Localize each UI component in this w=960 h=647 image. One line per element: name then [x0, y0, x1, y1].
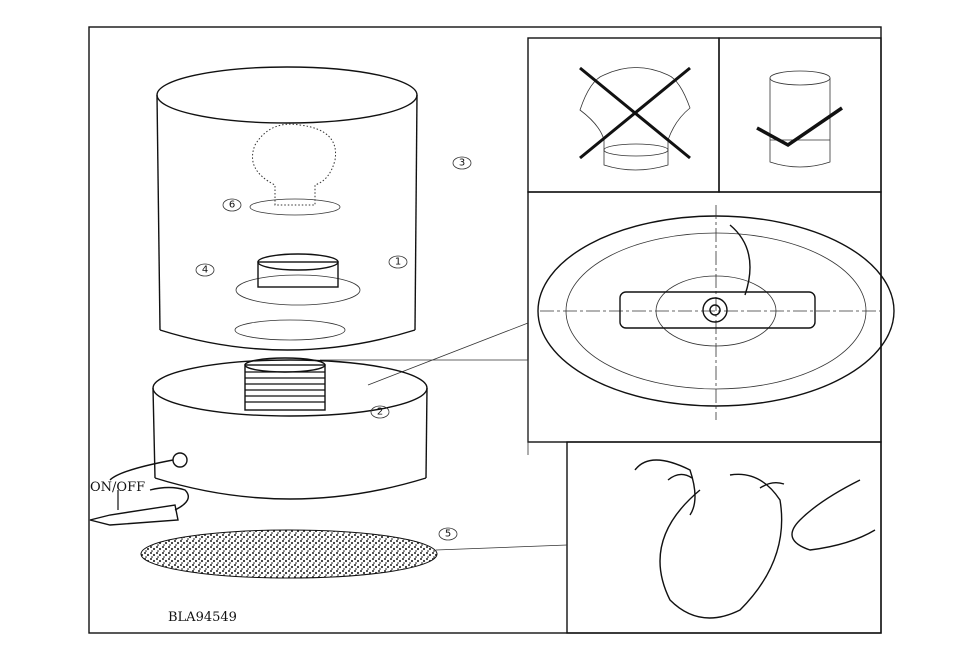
svg-text:6: 6: [229, 200, 235, 211]
step-5: 5: [438, 527, 458, 541]
lamp-shade: [156, 66, 418, 351]
svg-text:4: 4: [202, 265, 208, 276]
step-1: 1: [388, 255, 408, 269]
panel-base-top-view: [527, 191, 895, 443]
model-code: BLA94549: [168, 610, 237, 625]
svg-text:1: 1: [395, 257, 401, 268]
svg-text:3: 3: [459, 158, 465, 169]
svg-text:5: 5: [445, 529, 451, 540]
step-2: 2: [370, 405, 390, 419]
checkmark-icon: [756, 106, 843, 148]
panel-correct: [718, 37, 882, 193]
power-cord-switch: [89, 459, 189, 526]
step-6: 6: [222, 198, 242, 212]
lamp-base: [152, 357, 428, 500]
felt-pad: [140, 529, 438, 579]
step-markers: 1 2 3 4 5 6: [195, 156, 472, 541]
shade-ring: [235, 253, 361, 306]
panel-wrong: [527, 37, 720, 193]
step-4: 4: [195, 263, 215, 277]
light-bulb: [249, 123, 341, 216]
panel-felt-pad-removal: [566, 441, 882, 634]
svg-text:2: 2: [377, 407, 383, 418]
step-3: 3: [452, 156, 472, 170]
on-off-label: ON/OFF: [90, 480, 145, 495]
